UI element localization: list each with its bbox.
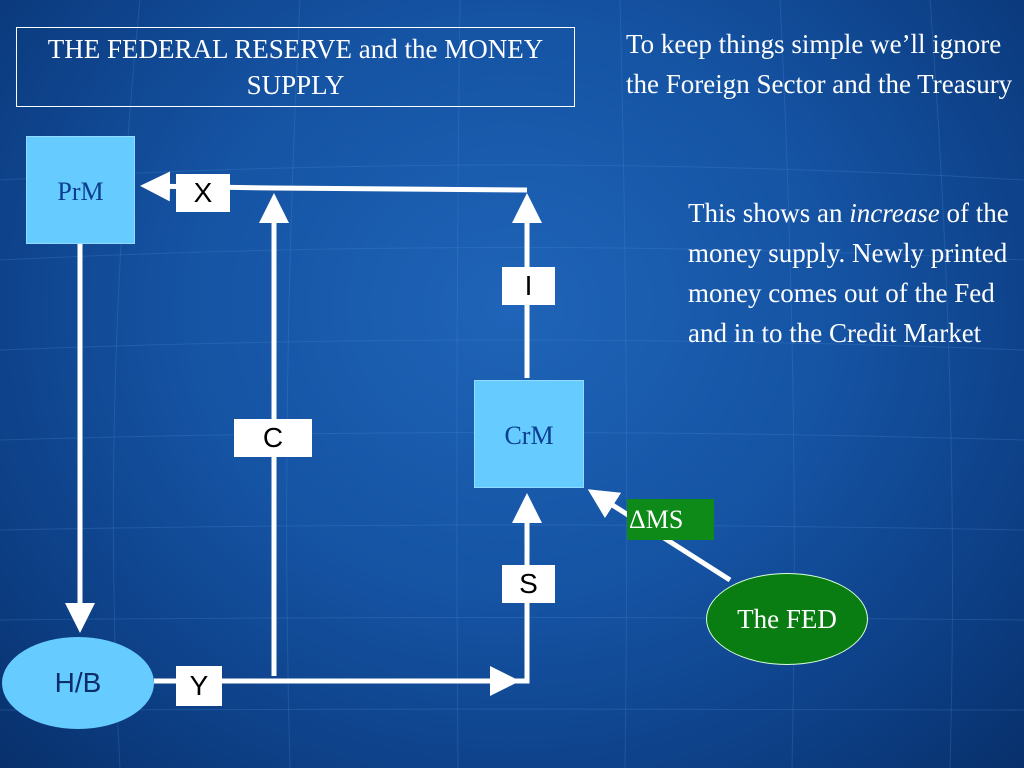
increase-explanation: This shows an increase of the money supp… xyxy=(688,193,1018,353)
flow-label-x: X xyxy=(176,174,230,212)
households-businesses-node: H/B xyxy=(2,637,154,729)
delta-money-supply-label: ΔMS xyxy=(627,499,714,540)
the-fed-node: The FED xyxy=(706,573,868,665)
product-market-node: PrM xyxy=(26,136,135,244)
flow-label-c: C xyxy=(234,419,312,457)
simplification-note: To keep things simple we’ll ignore the F… xyxy=(626,29,1013,99)
flow-label-s: S xyxy=(502,565,555,603)
explanation-prefix: This shows an xyxy=(688,198,850,228)
arrow-hb-to-s xyxy=(154,493,542,684)
explanation-suffix: of the money supply. Newly printed money… xyxy=(688,198,1009,348)
flow-label-y: Y xyxy=(176,666,222,706)
flow-label-i: I xyxy=(502,267,555,305)
page-title: THE FEDERAL RESERVE and the MONEY SUPPLY xyxy=(16,27,575,107)
explanation-emphasis: increase xyxy=(849,198,940,228)
credit-market-node: CrM xyxy=(474,380,584,488)
